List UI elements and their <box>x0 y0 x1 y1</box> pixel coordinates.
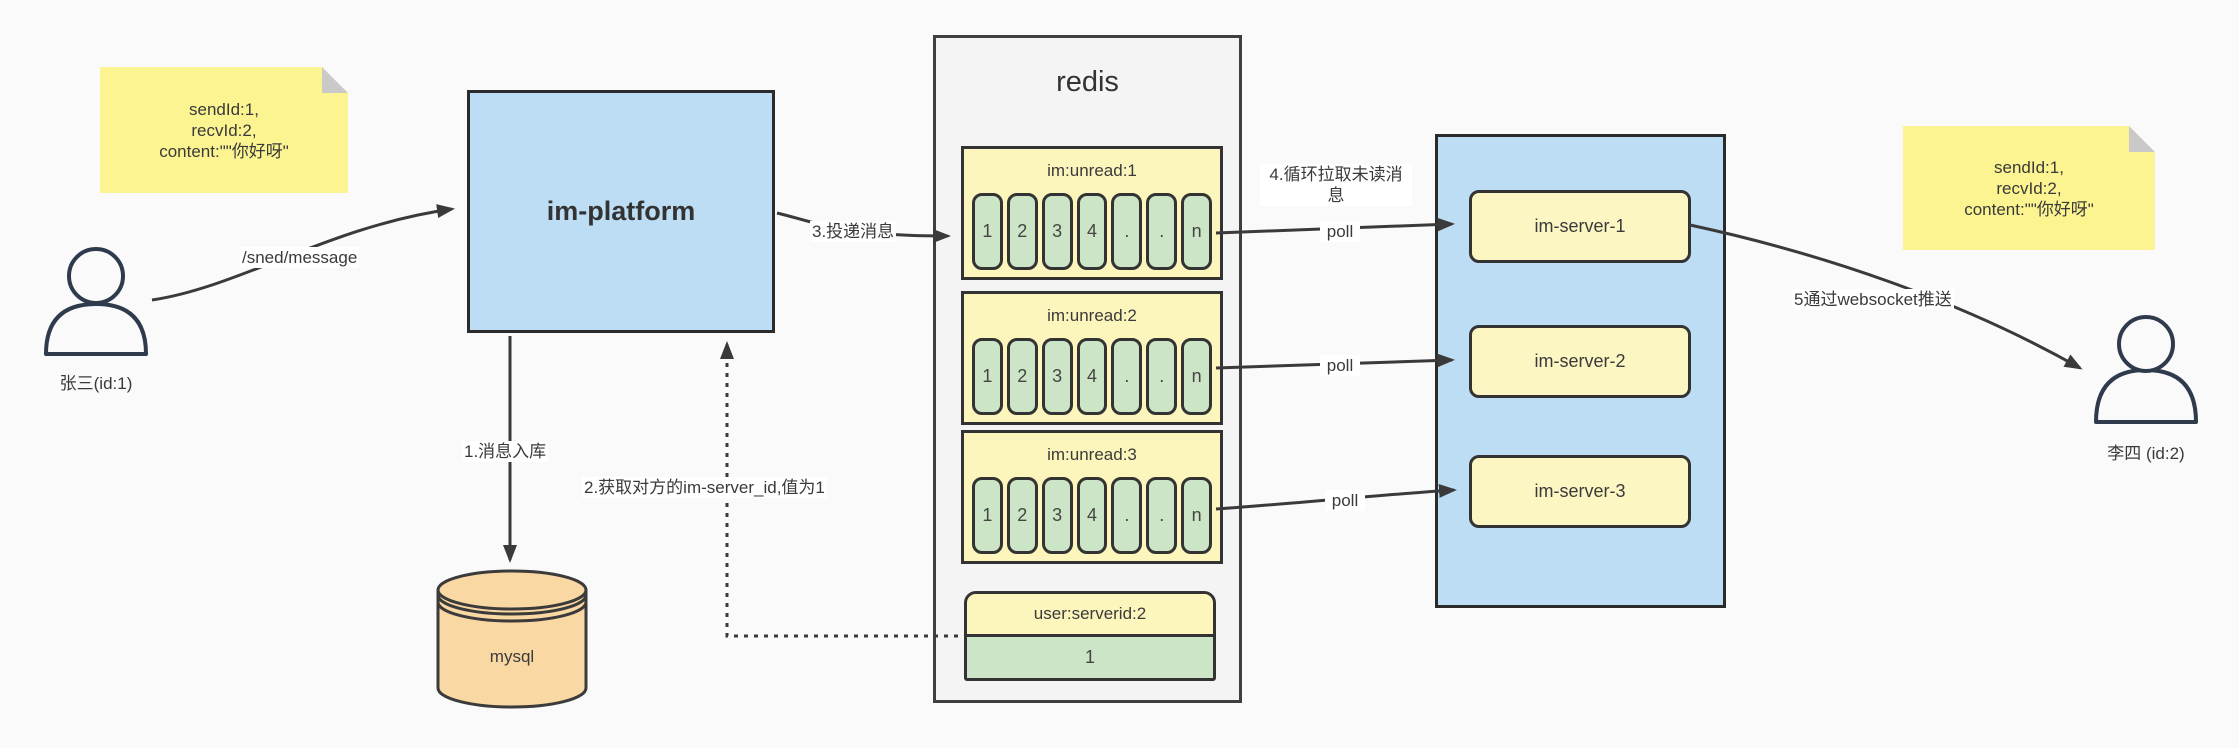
kv-user-serverid: user:serverid:2 1 <box>964 591 1216 681</box>
note-line: sendId:1, <box>189 99 259 119</box>
edge-label-send: /sned/message <box>240 247 360 268</box>
queue-cell: 4 <box>1076 193 1108 270</box>
edge-label-poll-3: poll <box>1325 490 1365 511</box>
note-line: recvId:2, <box>191 120 257 140</box>
kv-value: 1 <box>1084 647 1095 667</box>
queue-cell: . <box>1146 193 1178 270</box>
queue-header: im:unread:1 <box>1047 161 1137 180</box>
queue-cell: 2 <box>1006 338 1038 415</box>
queue-cells: 1 2 3 4 . . n <box>972 477 1213 554</box>
redis-title: redis <box>1056 66 1119 98</box>
queue-cell: n <box>1181 477 1213 554</box>
note-line: content:""你好呀" <box>159 141 289 161</box>
queue-cell: 3 <box>1041 338 1073 415</box>
edge-label-step4: 4.循环拉取未读消息 <box>1260 164 1412 206</box>
im-server-3-box: im-server-3 <box>1469 455 1691 528</box>
queue-cell: 4 <box>1076 477 1108 554</box>
queue-cell: 1 <box>972 338 1003 415</box>
queue-cell: 1 <box>972 477 1003 554</box>
redis-container: redis im:unread:1 1 2 3 4 . . n im:unrea… <box>933 35 1242 703</box>
sender-label: 张三(id:1) <box>59 374 133 393</box>
queue-cell: . <box>1111 477 1143 554</box>
queue-cell: 2 <box>1006 477 1038 554</box>
im-platform-label: im-platform <box>546 196 696 226</box>
edge-label-step5: 5通过websocket推送 <box>1792 289 1954 310</box>
im-server-2-label: im-server-2 <box>1534 351 1626 371</box>
receiver-label: 李四 (id:2) <box>2107 444 2185 463</box>
queue-im-unread-1: im:unread:1 1 2 3 4 . . n <box>961 146 1223 280</box>
queue-im-unread-3: im:unread:3 1 2 3 4 . . n <box>961 430 1223 564</box>
edge-label-step1: 1.消息入库 <box>462 441 549 462</box>
user-icon-receiver <box>2094 315 2198 424</box>
queue-cell: n <box>1181 193 1213 270</box>
edge-label-step2: 2.获取对方的im-server_id,值为1 <box>582 477 827 498</box>
mysql-label: mysql <box>489 647 535 666</box>
queue-cell: . <box>1146 338 1178 415</box>
queue-cell: . <box>1111 193 1143 270</box>
queue-im-unread-2: im:unread:2 1 2 3 4 . . n <box>961 291 1223 425</box>
queue-header: im:unread:3 <box>1047 445 1137 464</box>
queue-cell: 3 <box>1041 193 1073 270</box>
im-platform-box: im-platform <box>467 90 775 333</box>
queue-header: im:unread:2 <box>1047 306 1137 325</box>
im-server-3-label: im-server-3 <box>1534 481 1626 501</box>
mysql-cylinder <box>436 569 588 709</box>
note-line: content:""你好呀" <box>1964 199 2094 219</box>
sticky-note-message-left: sendId:1, recvId:2, content:""你好呀" <box>100 67 348 193</box>
note-line: recvId:2, <box>1996 178 2062 198</box>
queue-cell: 4 <box>1076 338 1108 415</box>
queue-cell: 2 <box>1006 193 1038 270</box>
kv-key: user:serverid:2 <box>967 594 1213 637</box>
queue-cell: . <box>1111 338 1143 415</box>
queue-cells: 1 2 3 4 . . n <box>972 338 1213 415</box>
im-server-cluster: im-server-1 im-server-2 im-server-3 <box>1435 134 1726 608</box>
note-line: sendId:1, <box>1994 157 2064 177</box>
edge-label-step3: 3.投递消息 <box>810 221 897 242</box>
queue-cell: 1 <box>972 193 1003 270</box>
sticky-note-message-right: sendId:1, recvId:2, content:""你好呀" <box>1903 126 2155 250</box>
im-server-2-box: im-server-2 <box>1469 325 1691 398</box>
user-icon-sender <box>44 247 148 356</box>
edge-label-poll-2: poll <box>1320 355 1360 376</box>
edge-label-poll-1: poll <box>1320 221 1360 242</box>
im-server-1-box: im-server-1 <box>1469 190 1691 263</box>
im-server-1-label: im-server-1 <box>1534 216 1626 236</box>
queue-cell: n <box>1181 338 1213 415</box>
queue-cells: 1 2 3 4 . . n <box>972 193 1213 270</box>
queue-cell: . <box>1146 477 1178 554</box>
queue-cell: 3 <box>1041 477 1073 554</box>
